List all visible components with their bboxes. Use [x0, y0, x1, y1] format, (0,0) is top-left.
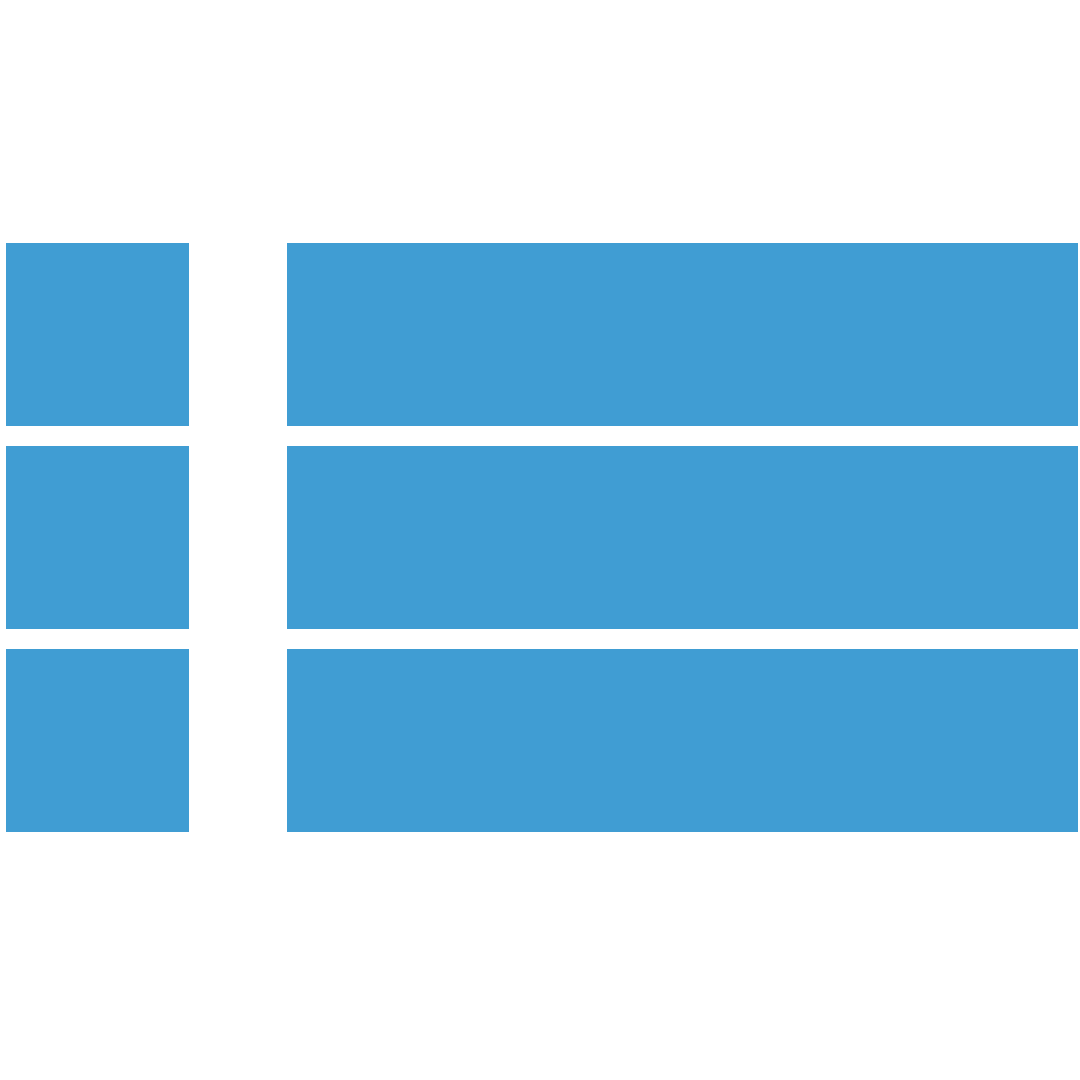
- list-bullet-square: [6, 649, 189, 832]
- list-line-bar: [287, 446, 1078, 629]
- list-bullet-square: [6, 243, 189, 426]
- list-line-bar: [287, 649, 1078, 832]
- list-bullet-square: [6, 446, 189, 629]
- list-line-bar: [287, 243, 1078, 426]
